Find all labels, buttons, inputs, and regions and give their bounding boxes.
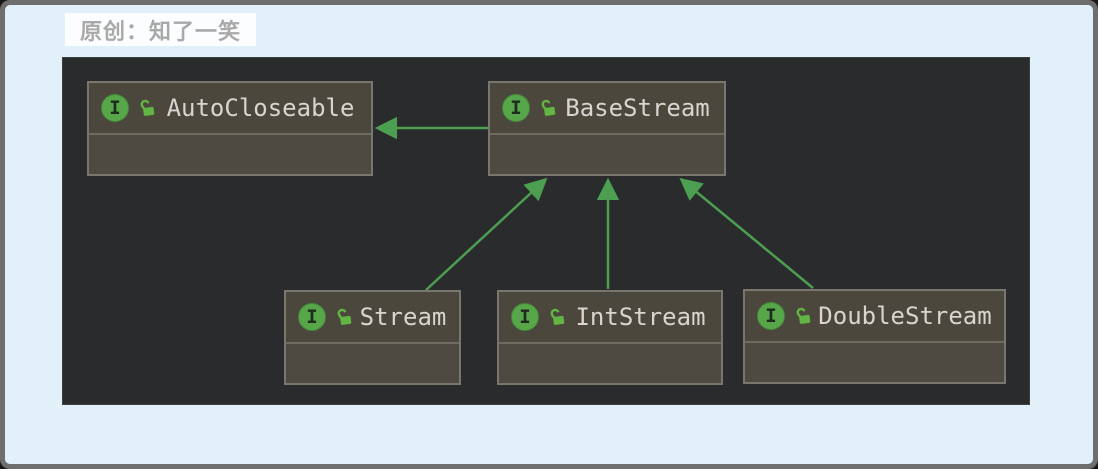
edge-stream-to-basestream [425,177,548,291]
node-empty-compartment [499,344,721,383]
node-empty-compartment [89,135,371,174]
class-name-label: BaseStream [565,94,710,122]
class-node-stream[interactable]: I Stream [284,290,461,385]
open-lock-icon [337,308,352,325]
class-node-basestream[interactable]: I BaseStream [488,81,726,176]
node-header: I IntStream [499,292,721,344]
class-name-label: AutoCloseable [166,94,355,122]
class-node-autocloseable[interactable]: I AutoCloseable [87,81,373,176]
edge-doublestream-to-basestream [679,177,814,289]
interface-icon: I [502,94,530,122]
watermark-text: 原创：知了一笑 [79,18,241,44]
open-lock-icon [541,99,556,116]
class-name-label: DoubleStream [818,302,992,330]
node-empty-compartment [490,135,724,174]
open-lock-icon [140,99,155,116]
open-lock-icon [796,307,811,324]
class-name-label: IntStream [575,303,706,331]
interface-icon: I [101,94,129,122]
class-node-doublestream[interactable]: I DoubleStream [743,289,1006,384]
uml-diagram-canvas[interactable]: I AutoCloseable I [62,57,1030,405]
class-name-label: Stream [359,303,447,331]
interface-icon: I [298,303,326,331]
watermark-label: 原创：知了一笑 [65,13,256,46]
class-node-intstream[interactable]: I IntStream [497,290,723,385]
node-header: I DoubleStream [745,291,1004,343]
node-header: I AutoCloseable [89,83,371,135]
inheritance-arrows [374,116,814,291]
node-empty-compartment [286,344,459,383]
node-empty-compartment [745,343,1004,382]
interface-icon: I [757,302,785,330]
node-header: I BaseStream [490,83,724,135]
node-header: I Stream [286,292,459,344]
open-lock-icon [550,308,565,325]
interface-icon: I [511,303,539,331]
